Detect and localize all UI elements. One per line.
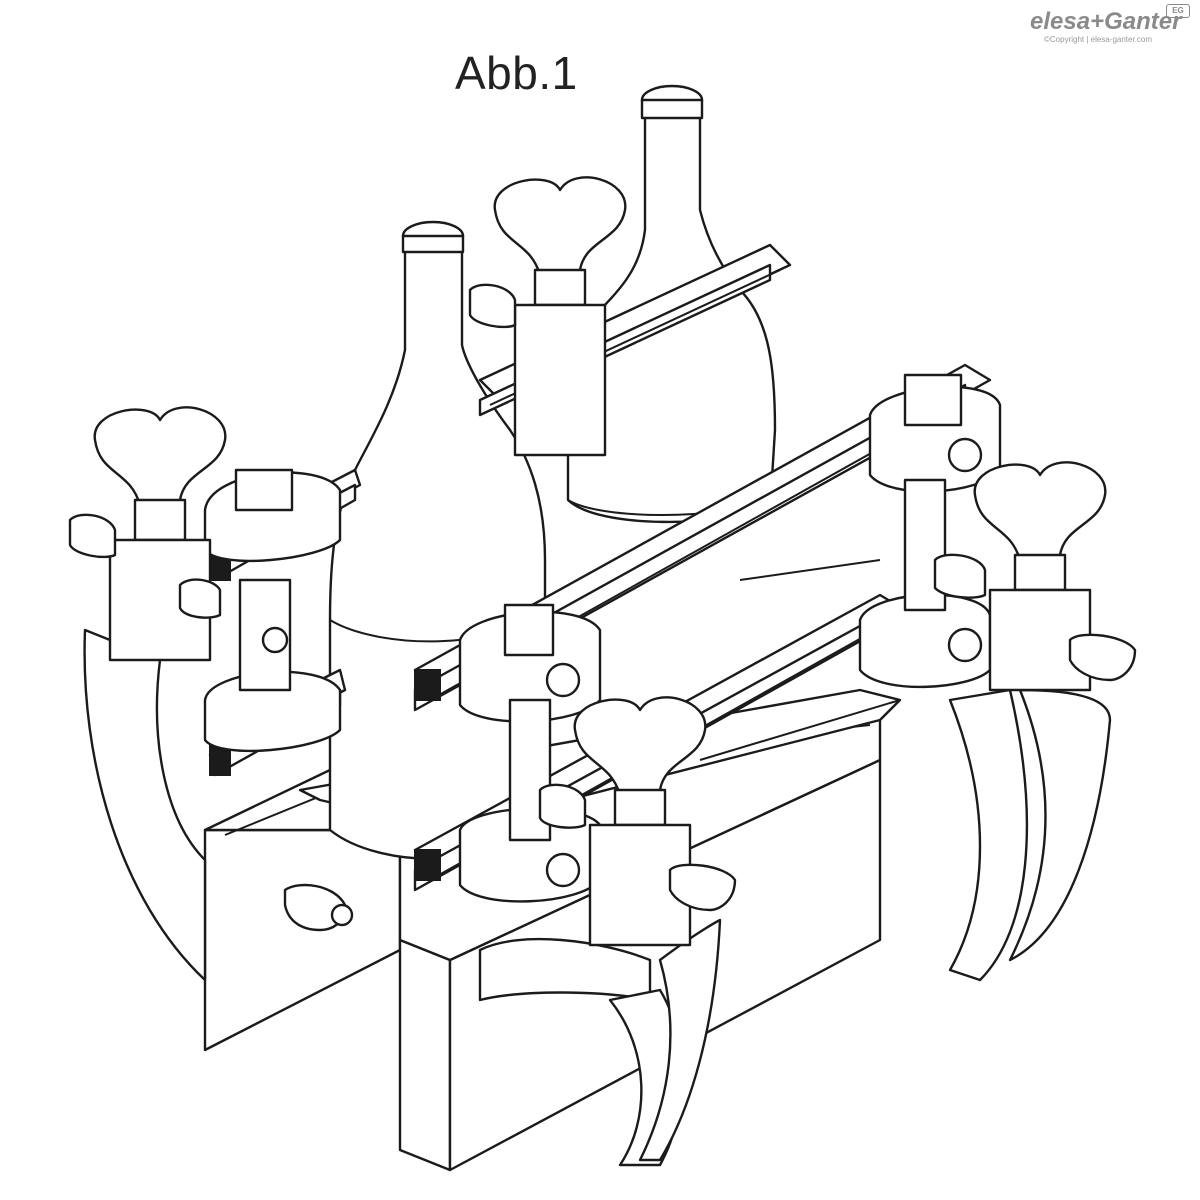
star-knob-right xyxy=(933,461,1137,692)
latch-base xyxy=(283,883,354,932)
star-knob-back xyxy=(468,176,627,457)
clamp-block-right xyxy=(858,373,1002,689)
brand-logo: elesa+Ganter EG ©Copyright | elesa-gante… xyxy=(1030,4,1190,48)
figure-caption: Abb.1 xyxy=(455,47,578,99)
star-knob-front xyxy=(538,696,737,947)
clamp-block-left xyxy=(203,468,342,753)
hook-front xyxy=(478,918,722,1167)
brand-name: elesa+Ganter xyxy=(1030,8,1182,35)
brand-badge: EG xyxy=(1166,4,1190,18)
copyright-notice: ©Copyright | elesa-ganter.com xyxy=(1044,35,1153,44)
star-knob-left xyxy=(68,406,227,662)
hook-right-back xyxy=(948,688,1112,982)
clamp-block-front xyxy=(458,603,602,903)
hook-left xyxy=(83,628,207,982)
